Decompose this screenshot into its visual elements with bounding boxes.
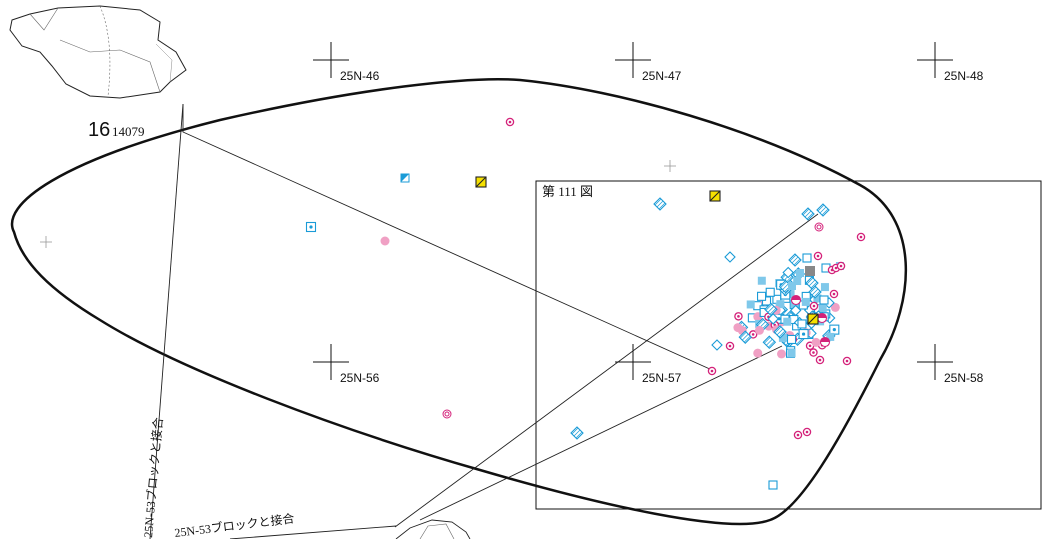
small-plus-mark bbox=[40, 160, 676, 248]
pink-dot-mark bbox=[776, 349, 786, 359]
cyan-dot-square-mark bbox=[798, 329, 809, 340]
light-blue-square-mark bbox=[786, 290, 795, 299]
grid-cross-25N-48 bbox=[917, 42, 953, 78]
magenta-dot-circle-mark bbox=[725, 341, 735, 351]
magenta-dot-circle-mark bbox=[856, 232, 866, 242]
magenta-dot-circle-mark bbox=[802, 427, 812, 437]
light-blue-square-mark bbox=[818, 304, 827, 313]
figure-111-label: 第 111 図 bbox=[542, 184, 593, 199]
light-blue-square-mark bbox=[788, 282, 796, 290]
magenta-dot-circle-mark bbox=[815, 355, 825, 365]
grid-label-25N-56: 25N-56 bbox=[340, 371, 380, 385]
magenta-double-circle-mark bbox=[814, 222, 824, 232]
hatched-diamond-mark bbox=[764, 302, 778, 317]
artifact-drawing bbox=[9, 5, 187, 99]
half-filled-circle-mark bbox=[816, 312, 828, 324]
magenta-dot-circle-mark bbox=[836, 261, 846, 271]
light-blue-square-mark bbox=[813, 294, 822, 303]
grid-cross-25N-46 bbox=[313, 42, 349, 78]
pink-dot-mark bbox=[754, 325, 764, 335]
cyan-square-mark bbox=[819, 295, 829, 305]
magenta-double-circle-mark bbox=[442, 409, 452, 419]
grid-label-25N-48: 25N-48 bbox=[944, 69, 984, 83]
yellow-slash-square-mark bbox=[475, 176, 487, 188]
pink-dot-mark bbox=[830, 302, 840, 312]
hatched-diamond-mark bbox=[738, 330, 753, 344]
hatched-diamond-mark bbox=[788, 253, 802, 267]
distribution-oval bbox=[10, 78, 908, 526]
grid-label-25N-47: 25N-47 bbox=[642, 69, 682, 83]
cyan-square-mark bbox=[756, 291, 767, 301]
hatched-diamond-mark bbox=[816, 203, 830, 217]
cyan-diamond-mark bbox=[711, 339, 723, 351]
refit-lines bbox=[149, 103, 819, 539]
magenta-dot-circle-mark bbox=[707, 366, 717, 376]
cyan-square-mark bbox=[802, 253, 812, 263]
light-blue-square-mark bbox=[787, 349, 796, 358]
light-blue-square-mark bbox=[796, 269, 804, 277]
pink-dot-mark bbox=[811, 337, 821, 347]
magenta-dot-circle-mark bbox=[734, 312, 743, 321]
hatched-diamond-mark bbox=[762, 335, 777, 349]
light-blue-square-mark bbox=[746, 300, 755, 309]
light-blue-square-mark bbox=[757, 276, 766, 285]
artifact-drawing-partial bbox=[395, 519, 471, 539]
grid-label-25N-57: 25N-57 bbox=[642, 371, 682, 385]
magenta-dot-circle-mark bbox=[793, 430, 803, 440]
cyan-diamond-mark bbox=[782, 266, 794, 279]
gray-square-mark bbox=[805, 266, 815, 276]
half-filled-circle-mark bbox=[790, 294, 802, 306]
figure-111-frame bbox=[535, 180, 1042, 510]
cyan-square-mark bbox=[768, 480, 778, 490]
artifact-symbols bbox=[305, 117, 866, 490]
hatched-diamond-mark bbox=[801, 207, 815, 221]
cyan-half-square-mark bbox=[400, 173, 410, 183]
cyan-dot-square-mark bbox=[829, 324, 840, 335]
pink-dot-mark bbox=[380, 236, 390, 246]
cyan-diamond-mark bbox=[767, 313, 779, 325]
hatched-diamond-mark bbox=[570, 426, 584, 440]
grid-cross-25N-58 bbox=[917, 344, 953, 380]
pink-dot-mark bbox=[753, 348, 763, 358]
light-blue-square-mark bbox=[793, 277, 802, 286]
grid-label-25N-46: 25N-46 bbox=[340, 69, 380, 83]
cyan-square-mark bbox=[761, 296, 772, 306]
light-blue-square-mark bbox=[776, 300, 785, 309]
cyan-square-mark bbox=[797, 319, 807, 329]
light-blue-square-mark bbox=[826, 332, 835, 341]
hatched-diamond-mark bbox=[773, 325, 787, 339]
half-filled-circle-mark bbox=[819, 336, 831, 348]
light-blue-square-mark bbox=[801, 297, 810, 306]
magenta-dot-circle-mark bbox=[809, 301, 819, 311]
light-blue-square-mark bbox=[820, 283, 829, 292]
cyan-square-mark bbox=[765, 287, 775, 297]
grid-cross-25N-57 bbox=[615, 344, 651, 380]
cyan-diamond-mark bbox=[724, 251, 736, 263]
magenta-dot-circle-mark bbox=[842, 356, 852, 366]
artifact-number: 16 bbox=[88, 119, 110, 141]
cyan-dot-square-mark bbox=[305, 221, 317, 233]
cyan-square-mark bbox=[786, 334, 797, 345]
magenta-dot-circle-mark bbox=[809, 348, 818, 357]
yellow-slash-square-mark bbox=[807, 313, 819, 325]
artifact-catalog-id: 14079 bbox=[112, 124, 145, 139]
magenta-dot-circle-mark bbox=[505, 117, 515, 127]
magenta-dot-circle-mark bbox=[829, 289, 839, 299]
refit-note-bottom: 25N-53ブロックと接合 bbox=[174, 510, 296, 539]
magenta-dot-circle-mark bbox=[748, 330, 758, 339]
hatched-diamond-mark bbox=[808, 285, 822, 299]
grid-cross-25N-47 bbox=[615, 42, 651, 78]
hatched-diamond-mark bbox=[653, 197, 667, 211]
cyan-diamond-mark bbox=[789, 304, 802, 317]
light-blue-square-mark bbox=[783, 317, 792, 326]
yellow-slash-square-mark bbox=[709, 190, 721, 202]
grid-cross-25N-56 bbox=[313, 344, 349, 380]
refit-note-vertical: 25N-53ブロックと接合 bbox=[140, 417, 165, 539]
light-blue-square-mark bbox=[778, 333, 787, 342]
magenta-dot-circle-mark bbox=[813, 251, 823, 261]
grid-label-25N-58: 25N-58 bbox=[944, 371, 984, 385]
